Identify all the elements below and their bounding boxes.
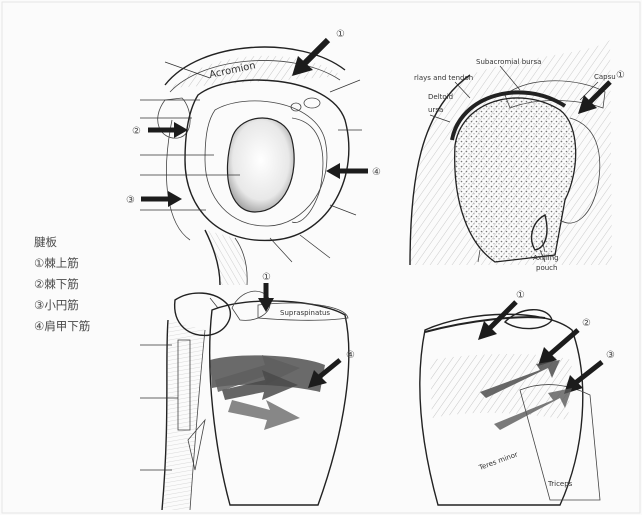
- posterior-acromion: [505, 310, 552, 329]
- panel-bottom-right: Teres minor Triceps ① ② ③: [420, 290, 615, 505]
- label-capsule: Capsu: [594, 73, 616, 81]
- arrow-1-supraspinatus-anterior: [258, 283, 274, 312]
- label-teres-minor: Teres minor: [477, 450, 519, 472]
- rotator-cuff-legend: 腱板 ①棘上筋 ②棘下筋 ③小円筋 ④肩甲下筋: [34, 232, 90, 337]
- legend-marker: ①: [34, 256, 44, 270]
- legend-item-subscapularis: ④肩甲下筋: [34, 316, 90, 337]
- legend-marker: ③: [34, 298, 44, 312]
- marker-1: ①: [262, 272, 271, 283]
- leader-line: [210, 298, 218, 308]
- scapula-body: [210, 301, 349, 505]
- label-triceps: Triceps: [547, 480, 573, 488]
- tendon-cross-section: [291, 103, 301, 111]
- label-axillary-2: pouch: [536, 264, 557, 272]
- legend-item-supraspinatus: ①棘上筋: [34, 253, 90, 274]
- legend-text: 棘上筋: [44, 256, 79, 270]
- tendon-cross-section: [304, 98, 320, 108]
- legend-text: 肩甲下筋: [44, 319, 90, 333]
- arrow-3-teres-minor: [141, 191, 182, 207]
- humeral-head: [455, 98, 576, 262]
- legend-marker: ④: [34, 319, 44, 333]
- legend-title: 腱板: [34, 232, 90, 253]
- posterior-tendon: [292, 118, 323, 223]
- label-tendon: rlays and tendon: [414, 74, 473, 82]
- label-axillary-1: Axilling: [533, 254, 559, 262]
- legend-marker: ②: [34, 277, 44, 291]
- marker-1: ①: [616, 70, 625, 81]
- label-supraspinatus: Supraspinatus: [280, 309, 330, 317]
- humerus-fill: [162, 320, 205, 510]
- label-deltoid: Deltoid: [428, 93, 453, 101]
- marker-1: ①: [336, 29, 345, 40]
- marker-2: ②: [132, 126, 141, 137]
- panel-bottom-left: Supraspinatus ① ④: [140, 272, 355, 510]
- legend-item-infraspinatus: ②棘下筋: [34, 274, 90, 295]
- label-subacromial-bursa: Subacromial bursa: [476, 58, 541, 66]
- marker-2: ②: [582, 318, 591, 329]
- marker-3: ③: [126, 195, 135, 206]
- leader-line: [300, 235, 330, 258]
- fiber-arrow: [228, 400, 300, 430]
- leader-line: [330, 80, 360, 92]
- legend-text: 棘下筋: [44, 277, 79, 291]
- legend-item-teres-minor: ③小円筋: [34, 295, 90, 316]
- marker-3: ③: [606, 350, 615, 361]
- glenoid-fossa: [227, 118, 294, 212]
- marker-4: ④: [346, 350, 355, 361]
- marker-4: ④: [372, 167, 381, 178]
- panel-top-right: Subacromial bursa rlays and tendon Delto…: [410, 40, 625, 272]
- leader-line: [270, 238, 292, 262]
- arrow-2-infraspinatus: [148, 122, 188, 138]
- leader-line: [330, 205, 356, 215]
- legend-text: 小円筋: [44, 298, 79, 312]
- label-bursa: ursa: [428, 106, 443, 114]
- panel-top-left: Acromion ① ② ③ ④: [126, 29, 381, 285]
- marker-1: ①: [516, 290, 525, 301]
